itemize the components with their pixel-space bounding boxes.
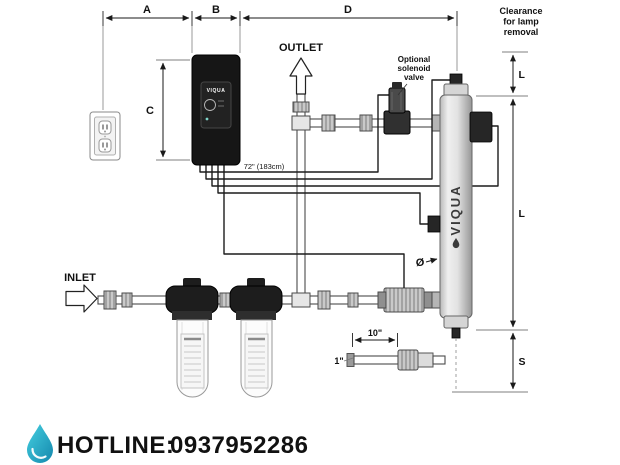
cable-to-lamp-gland <box>205 79 450 180</box>
dim-label-l-upper: L <box>519 69 526 81</box>
hotline-number: 0937952286 <box>170 432 308 459</box>
dim-label-d: D <box>344 4 352 16</box>
filter-housing-2 <box>229 278 283 398</box>
chamber-inlet-flange <box>431 114 441 132</box>
inlet-label: INLET <box>64 272 96 284</box>
sensor-port <box>427 215 441 233</box>
clearance-note-line3: removal <box>504 27 539 37</box>
uv-chamber: VIQUA Ø <box>416 73 493 392</box>
pipe-tee-bottom <box>291 292 311 308</box>
controller-led <box>205 117 209 121</box>
union-end-cap <box>423 291 433 309</box>
dim-label-c: C <box>146 105 154 117</box>
dim-label-l-main: L <box>519 208 526 220</box>
ballast-box <box>469 111 493 143</box>
drop-swirl <box>31 447 47 459</box>
chamber-outlet-flange <box>431 291 441 309</box>
dim-label-b: B <box>212 4 220 16</box>
pipe-union <box>317 290 331 310</box>
pipe-union <box>347 292 359 308</box>
clearance-note-line2: for lamp <box>503 17 539 27</box>
pipe-union <box>219 292 231 308</box>
pipe-union <box>121 292 133 308</box>
pipe-union <box>359 114 373 132</box>
cable-to-sensor <box>217 165 428 225</box>
filter-label <box>244 333 269 389</box>
solenoid-note-line2: solenoid <box>398 64 431 73</box>
outlet-label: OUTLET <box>279 42 323 54</box>
pipe-union <box>292 101 310 113</box>
outlet-marker: OUTLET <box>279 42 323 95</box>
dimension-c: C <box>146 59 190 161</box>
chamber-bottom-cap <box>443 315 469 329</box>
filter-housing-1 <box>165 278 219 398</box>
pipe-tee-top <box>291 115 311 131</box>
controller-cables: 72" (183cm) <box>199 79 499 288</box>
clearance-note-line1: Clearance <box>499 6 542 16</box>
cable-to-ballast <box>211 125 499 187</box>
detail-length-label: 10" <box>368 328 382 338</box>
cable-to-solenoid <box>199 94 389 173</box>
power-outlet <box>89 111 121 161</box>
check-valve-union <box>383 287 425 313</box>
hotline-label: HOTLINE: <box>57 432 174 459</box>
cable-label-backdrop <box>232 161 296 171</box>
cable-to-valve <box>223 165 405 288</box>
controller-brand: VIQUA <box>207 88 226 94</box>
union-end-cap <box>377 291 387 309</box>
inlet-marker: INLET <box>64 272 98 313</box>
pipe-union <box>321 114 336 132</box>
filter-label <box>180 333 205 389</box>
detail-pipe-size-label: 1" <box>334 356 343 366</box>
hotline-footer: HOTLINE: 0937952286 <box>27 424 308 463</box>
outlet-arrow-icon <box>289 57 313 95</box>
cable-length-label: 72" (183cm) <box>244 162 285 171</box>
controller-display-dial <box>204 99 216 111</box>
inlet-arrow-icon <box>65 284 98 313</box>
dim-label-a: A <box>143 4 151 16</box>
drain-detail: 10" 1" <box>334 328 446 371</box>
chamber-brand: VIQUA <box>448 184 463 235</box>
dim-label-s: S <box>519 356 526 368</box>
drain-port <box>451 327 461 339</box>
clearance-dimensions: Clearance for lamp removal L L S <box>452 6 543 393</box>
diameter-label: Ø <box>416 257 425 269</box>
top-dimensions: A B D <box>102 4 458 110</box>
pipe-union <box>103 290 117 310</box>
solenoid-valve: Optional solenoid valve <box>383 55 431 135</box>
brand-drop-icon <box>452 238 460 249</box>
solenoid-note-line1: Optional <box>398 55 430 64</box>
controller-unit: VIQUA <box>191 54 241 166</box>
solenoid-note-line3: valve <box>404 73 425 82</box>
